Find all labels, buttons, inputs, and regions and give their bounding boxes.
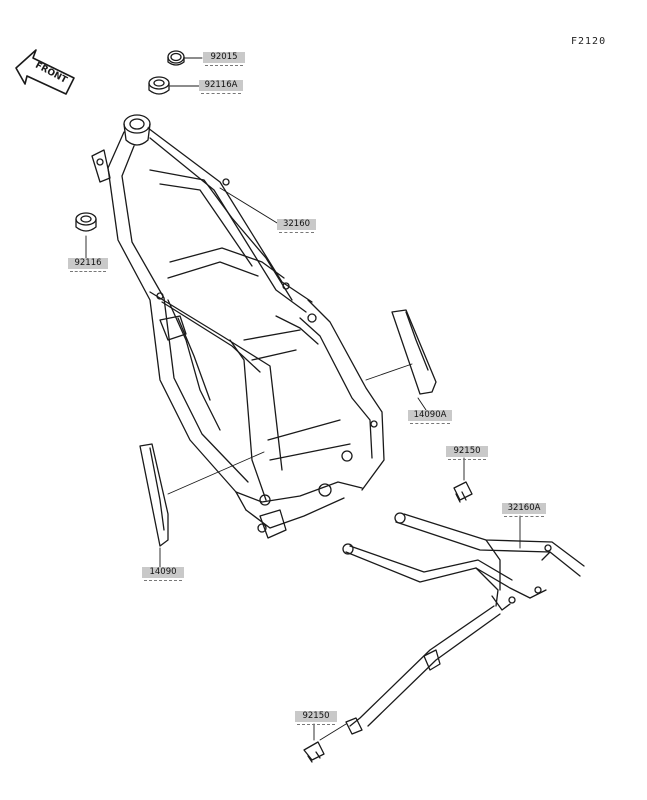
part-label-14090a[interactable]: 14090A (408, 410, 452, 424)
bolt-92150-right-drawing (453, 481, 473, 503)
part-label-92116a[interactable]: 92116A (199, 80, 243, 94)
frame-guard-14090-drawing (139, 443, 169, 547)
part-label-32160a[interactable]: 32160A (502, 503, 546, 517)
collar-92116-drawing (75, 212, 97, 232)
part-label-92150-lower[interactable]: 92150 (295, 711, 337, 725)
front-arrow-icon: FRONT (15, 49, 75, 95)
subframe-drawing (342, 512, 585, 735)
part-label-14090[interactable]: 14090 (142, 567, 184, 581)
figure-code: F2120 (571, 36, 607, 47)
part-label-32160[interactable]: 32160 (277, 219, 316, 233)
leader-lines (85, 57, 521, 741)
main-frame-drawing (91, 114, 385, 539)
bolt-92150-lower-drawing (303, 741, 325, 763)
part-label-92150-right[interactable]: 92150 (446, 446, 488, 460)
part-label-92116[interactable]: 92116 (68, 258, 108, 272)
collar-92116a-drawing (148, 76, 170, 95)
frame-guard-14090a-drawing (391, 309, 437, 395)
bolt-92015-drawing (167, 50, 185, 66)
part-label-92015[interactable]: 92015 (203, 52, 245, 66)
